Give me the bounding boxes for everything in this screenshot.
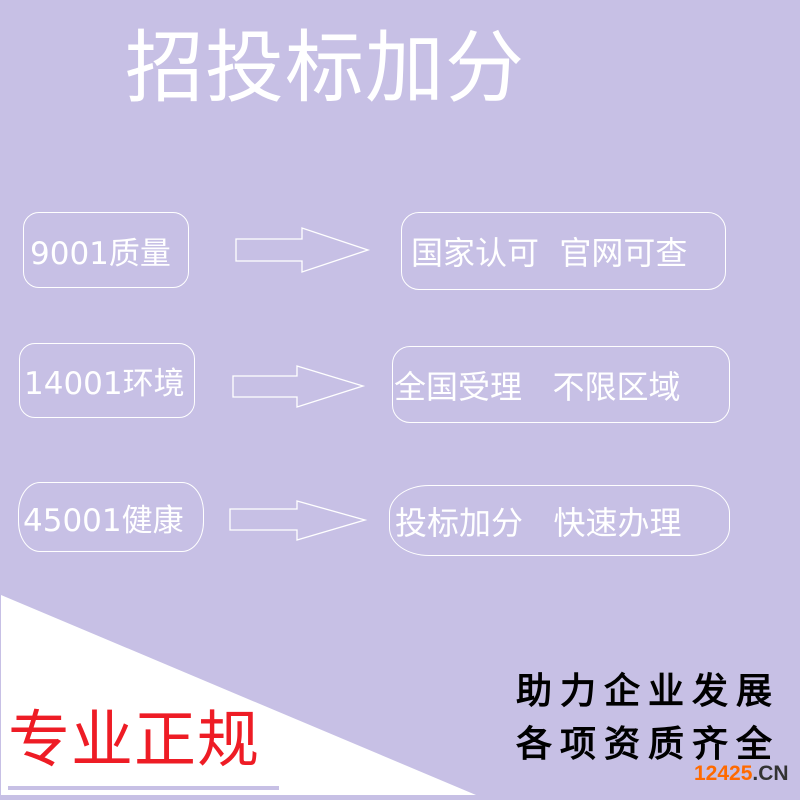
professional-badge-text: 专业正规 <box>8 703 261 776</box>
cert-45001-box: 45001健康 <box>18 482 204 552</box>
cert-14001-box: 14001环境 <box>19 343 195 418</box>
badge-underline <box>8 786 279 790</box>
slogan-line-2: 各项资质齐全 <box>515 723 780 765</box>
benefit-box-3: 投标加分 快速办理 <box>389 485 730 556</box>
benefit-label: 国家认可 官网可查 <box>411 234 688 272</box>
watermark-suffix: .CN <box>752 762 789 785</box>
watermark-number: 12425 <box>694 762 753 785</box>
slogan-line-1: 助力企业发展 <box>515 670 780 712</box>
benefit-label: 投标加分 快速办理 <box>395 503 682 542</box>
benefit-box-1: 国家认可 官网可查 <box>401 212 726 290</box>
cert-9001-box: 9001质量 <box>23 212 189 288</box>
right-arrow-icon <box>232 365 366 408</box>
watermark: 12425.CN <box>694 762 789 786</box>
benefit-label: 全国受理 不限区域 <box>394 367 681 406</box>
benefit-box-2: 全国受理 不限区域 <box>392 346 730 423</box>
right-arrow-icon <box>235 227 371 273</box>
right-arrow-icon <box>229 500 368 541</box>
cert-label: 45001健康 <box>23 502 184 539</box>
page-title: 招投标加分 <box>125 22 525 114</box>
cert-label: 14001环境 <box>24 366 185 402</box>
cert-label: 9001质量 <box>30 235 171 272</box>
